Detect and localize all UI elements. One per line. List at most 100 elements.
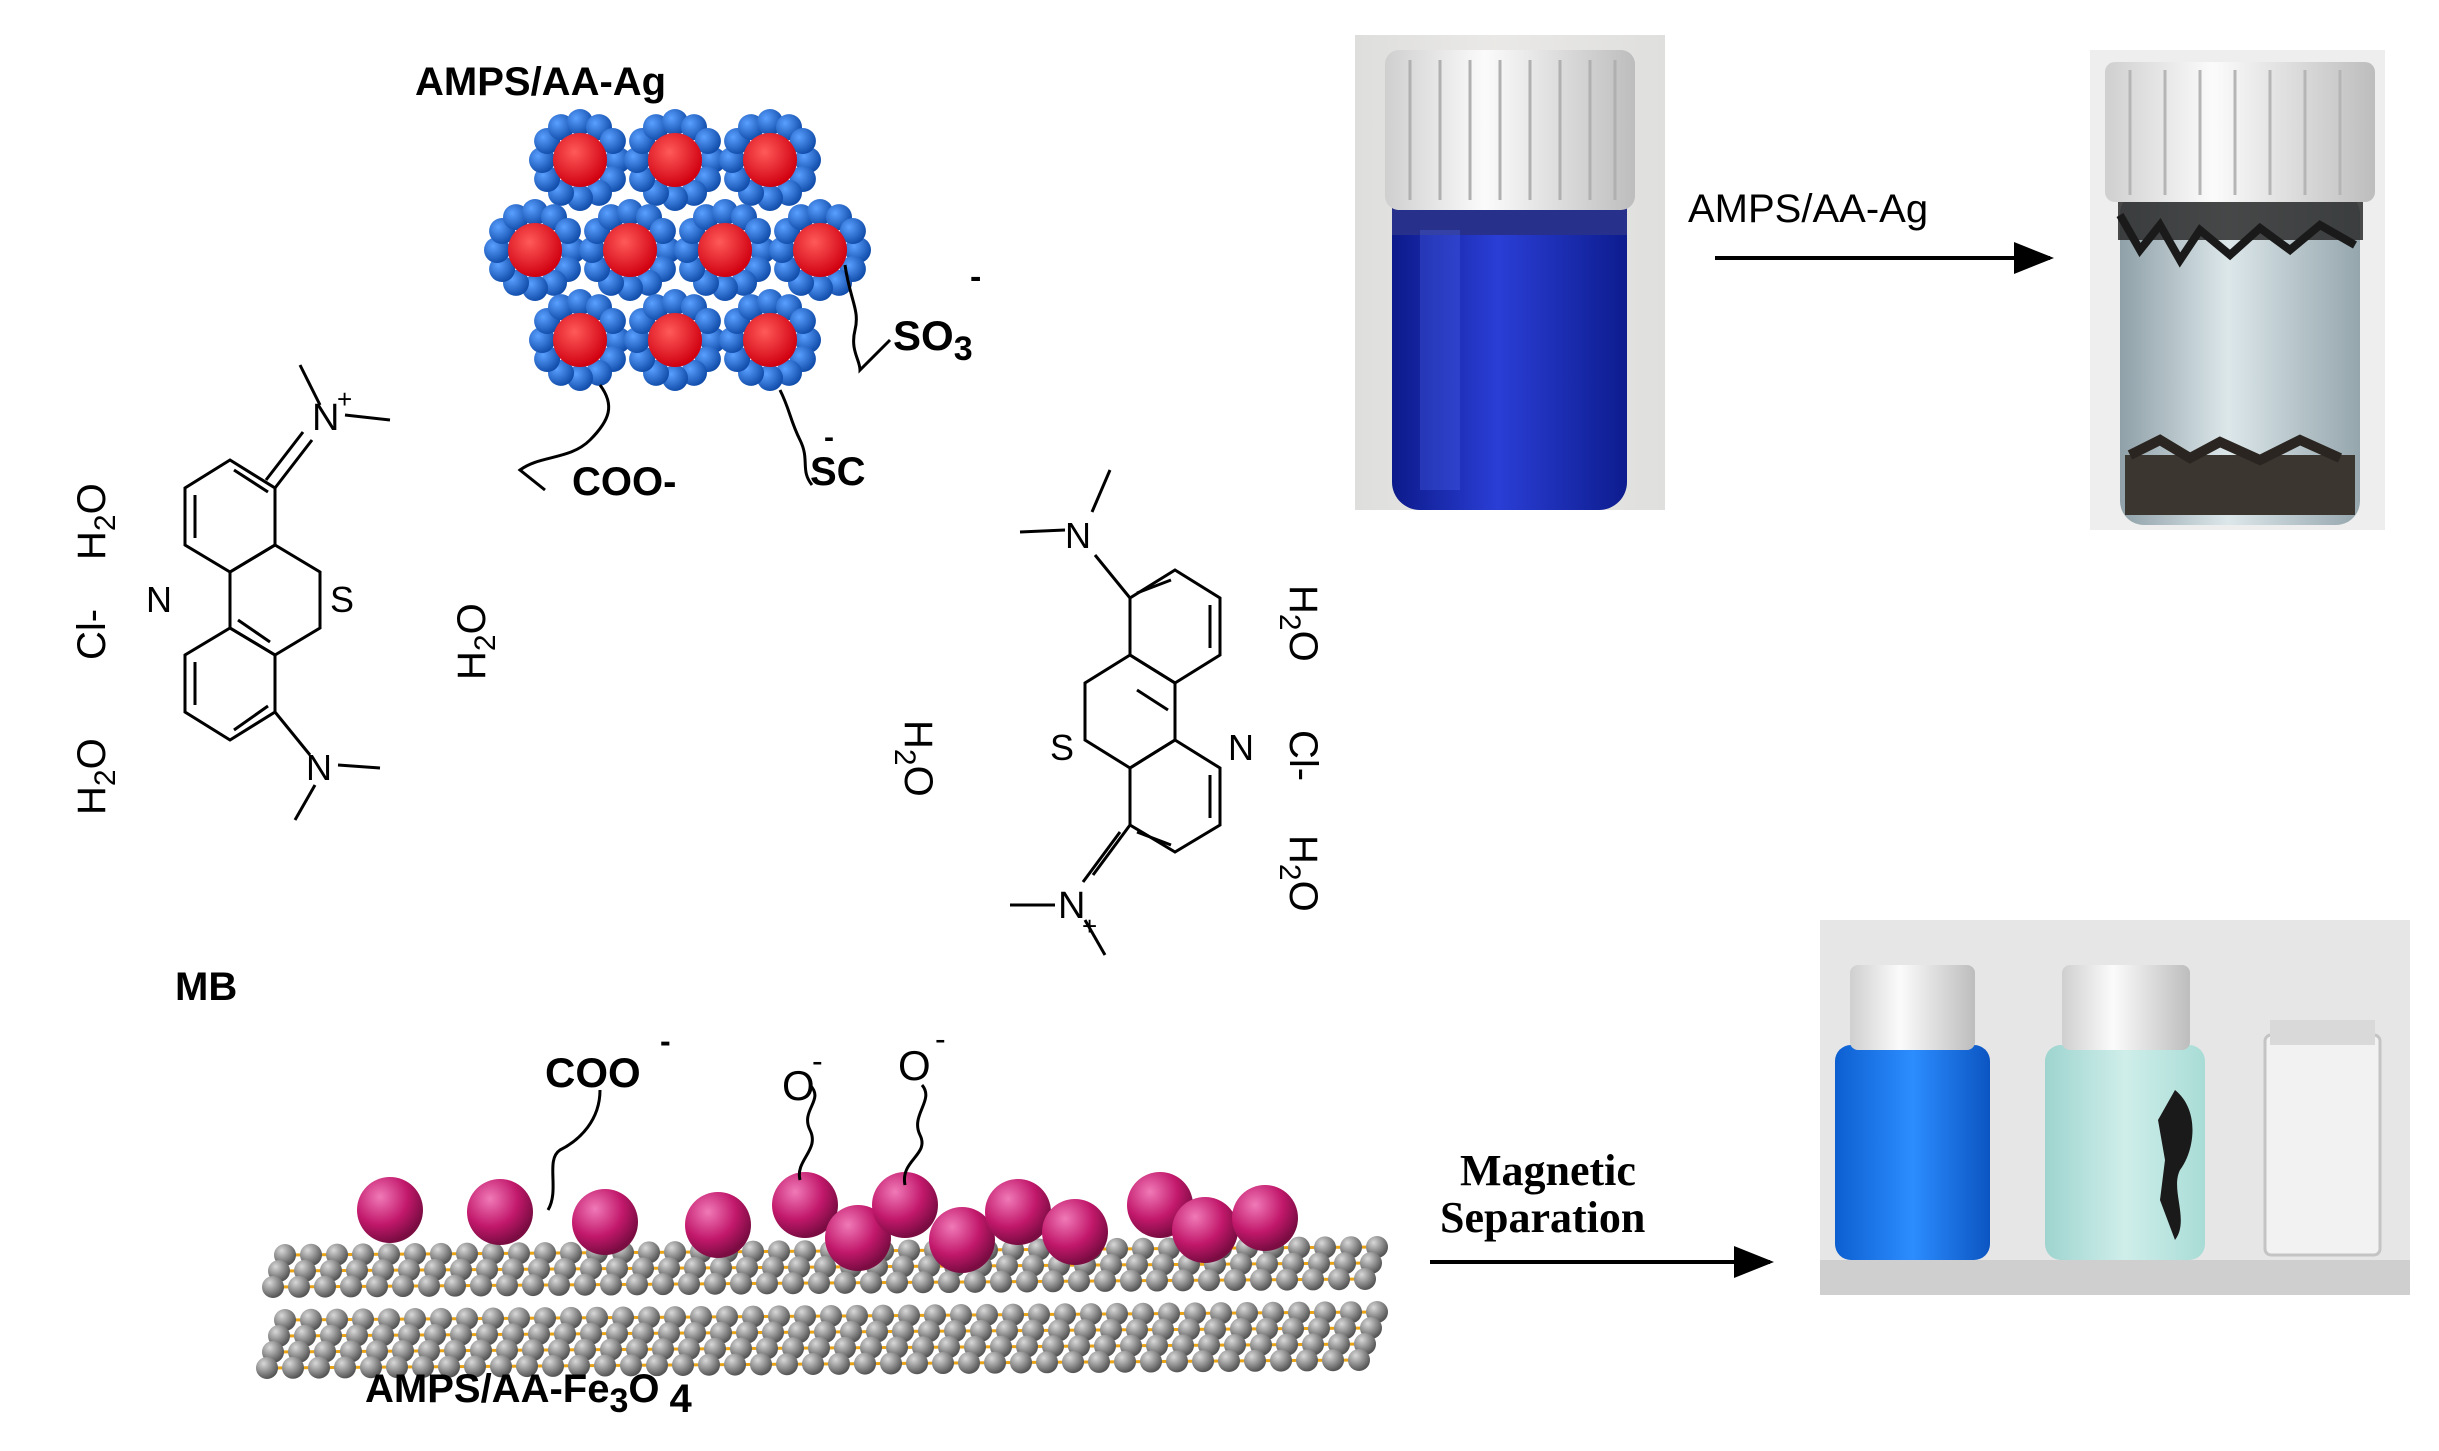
graphene-atom bbox=[808, 1272, 830, 1295]
fe3o4-graphene-layers bbox=[256, 1172, 1388, 1379]
mb-label: MB bbox=[175, 965, 237, 1009]
graphene-atom bbox=[724, 1353, 746, 1376]
ag-nanoparticle bbox=[743, 133, 797, 187]
graphene-atom bbox=[392, 1275, 414, 1298]
graphene-atom bbox=[1042, 1270, 1064, 1293]
graphene-atom bbox=[1120, 1269, 1142, 1292]
graphene-atom bbox=[282, 1356, 304, 1379]
graphene-atom bbox=[360, 1356, 382, 1379]
ag-nanoparticle bbox=[793, 223, 847, 277]
graphene-atom bbox=[574, 1273, 596, 1296]
ag-nanoparticle bbox=[603, 223, 657, 277]
so3-charge: - bbox=[970, 258, 981, 296]
graphene-atom bbox=[1354, 1268, 1376, 1291]
graphene-atom bbox=[1244, 1349, 1266, 1372]
ag-shell-dot bbox=[599, 308, 626, 334]
graphene-atom bbox=[1276, 1268, 1298, 1291]
graphene-atom bbox=[548, 1273, 570, 1296]
graphene-atom bbox=[626, 1273, 648, 1296]
graphene-atom bbox=[1140, 1350, 1162, 1373]
graphene-atom bbox=[542, 1354, 564, 1377]
ag-nanoparticle bbox=[648, 313, 702, 367]
graphene-atom bbox=[262, 1276, 284, 1298]
ag-shell-dot bbox=[554, 218, 581, 244]
ag-nanoparticle bbox=[698, 223, 752, 277]
graphene-atom bbox=[1296, 1349, 1318, 1372]
mb-right-s: S bbox=[1050, 727, 1074, 768]
graphene-atom bbox=[444, 1274, 466, 1297]
chain-fe-coo bbox=[546, 1089, 602, 1211]
graphene-atom bbox=[366, 1275, 388, 1298]
chloride-right: Cl- bbox=[1281, 730, 1325, 781]
photo-treated-vial bbox=[2090, 50, 2385, 530]
graphene-atom bbox=[1224, 1268, 1246, 1291]
chloride-left: Cl- bbox=[70, 609, 114, 660]
graphene-atom bbox=[828, 1352, 850, 1375]
svg-text:Cl-: Cl- bbox=[70, 609, 114, 660]
graphene-atom bbox=[438, 1355, 460, 1378]
graphene-atom bbox=[1328, 1268, 1350, 1291]
ag-shell-dot bbox=[694, 308, 721, 334]
graphene-atom bbox=[730, 1272, 752, 1295]
graphene-atom bbox=[594, 1354, 616, 1377]
svg-text:H2O: H2O bbox=[70, 483, 122, 560]
mb-left-n-bottom: N bbox=[306, 747, 332, 788]
graphene-atom bbox=[314, 1275, 336, 1298]
graphene-atom bbox=[932, 1352, 954, 1375]
graphene-atom bbox=[1270, 1349, 1292, 1372]
graphene-atom bbox=[958, 1351, 980, 1374]
graphene-atom bbox=[490, 1355, 512, 1378]
svg-text:H2O: H2O bbox=[888, 720, 940, 797]
graphene-atom bbox=[776, 1353, 798, 1376]
graphene-atom bbox=[984, 1351, 1006, 1374]
graphene-atom bbox=[698, 1353, 720, 1376]
fe3o4-particle bbox=[1232, 1185, 1298, 1251]
graphene-atom bbox=[256, 1357, 278, 1379]
graphene-atom bbox=[1218, 1349, 1240, 1372]
ag-nanoparticle bbox=[553, 313, 607, 367]
ag-shell-dot bbox=[789, 308, 816, 334]
graphene-atom bbox=[1348, 1349, 1370, 1372]
graphene-atom bbox=[1088, 1350, 1110, 1373]
chain-coo bbox=[517, 384, 611, 492]
graphene-atom bbox=[756, 1272, 778, 1295]
mb-right-n: N bbox=[1228, 727, 1254, 768]
graphene-atom bbox=[600, 1273, 622, 1296]
water-left-2: H2O bbox=[70, 738, 122, 815]
water-right-1: H2O bbox=[1273, 585, 1325, 662]
fe3o4-particle bbox=[872, 1172, 938, 1238]
magnetic-label-line1: Magnetic bbox=[1460, 1146, 1636, 1195]
ag-shell-dot bbox=[649, 218, 676, 244]
graphene-atom bbox=[620, 1354, 642, 1377]
graphene-atom bbox=[860, 1271, 882, 1294]
ag-nanoparticle bbox=[508, 223, 562, 277]
graphene-atom bbox=[672, 1353, 694, 1376]
graphene-atom bbox=[464, 1355, 486, 1378]
graphene-atom bbox=[412, 1355, 434, 1378]
graphene-atom bbox=[782, 1272, 804, 1295]
chain-fe-o1 bbox=[797, 1083, 817, 1181]
fe3o4-particle bbox=[357, 1177, 423, 1243]
mb-right-nplus: N bbox=[1058, 885, 1085, 927]
water-center: H2O bbox=[450, 603, 502, 680]
ag-shell-dot bbox=[694, 128, 721, 154]
graphene-atom bbox=[386, 1356, 408, 1379]
graphene-atom bbox=[990, 1270, 1012, 1293]
fe-o1-charge: - bbox=[812, 1043, 823, 1079]
ag-shell-dot bbox=[599, 128, 626, 154]
fe-o1-group: O bbox=[782, 1062, 815, 1109]
water-right-center: H2O bbox=[888, 720, 940, 797]
mb-left-n: N bbox=[146, 579, 172, 620]
graphene-atom bbox=[880, 1352, 902, 1375]
arrow-ag-label: AMPS/AA-Ag bbox=[1688, 187, 1928, 231]
graphene-atom bbox=[496, 1274, 518, 1297]
ag-cluster-title: AMPS/AA-Ag bbox=[415, 60, 666, 104]
fe-coo-charge: - bbox=[660, 1023, 671, 1059]
water-left-1: H2O bbox=[70, 483, 122, 560]
ag-nanoparticle-cluster bbox=[484, 109, 871, 391]
mb-right-n-top: N bbox=[1065, 515, 1091, 556]
svg-text:H2O: H2O bbox=[1273, 585, 1325, 662]
chain-sc bbox=[778, 389, 814, 486]
